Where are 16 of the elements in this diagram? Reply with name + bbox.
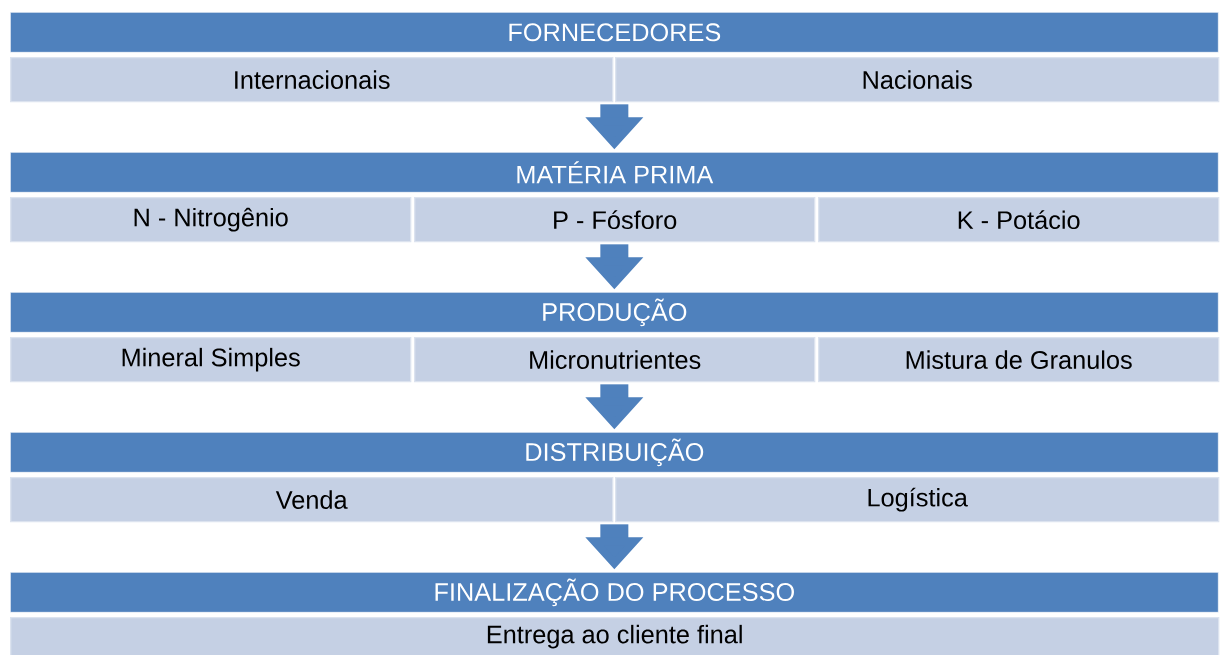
stage-header: FINALIZAÇÃO DO PROCESSO	[10, 572, 1219, 613]
stage-cell: Mistura de Granulos	[818, 337, 1220, 383]
stage-header: DISTRIBUIÇÃO	[10, 432, 1219, 473]
stage-cell: N - Nitrogênio	[10, 197, 412, 243]
stage-cell: Internacionais	[10, 57, 614, 103]
stage-cell: Venda	[10, 477, 614, 523]
stage-header: FORNECEDORES	[10, 12, 1219, 53]
stage-cell: Micronutrientes	[414, 337, 816, 383]
stage-cell: Entrega ao cliente final	[10, 617, 1220, 655]
stage-cell: K - Potácio	[818, 197, 1220, 243]
stage-cell: Nacionais	[615, 57, 1220, 103]
stage-header: PRODUÇÃO	[10, 292, 1219, 333]
stage-header: MATÉRIA PRIMA	[10, 152, 1219, 193]
stage-cell: P - Fósforo	[414, 197, 816, 243]
stage-cell: Mineral Simples	[10, 337, 412, 383]
stage-cell: Logística	[615, 477, 1220, 523]
